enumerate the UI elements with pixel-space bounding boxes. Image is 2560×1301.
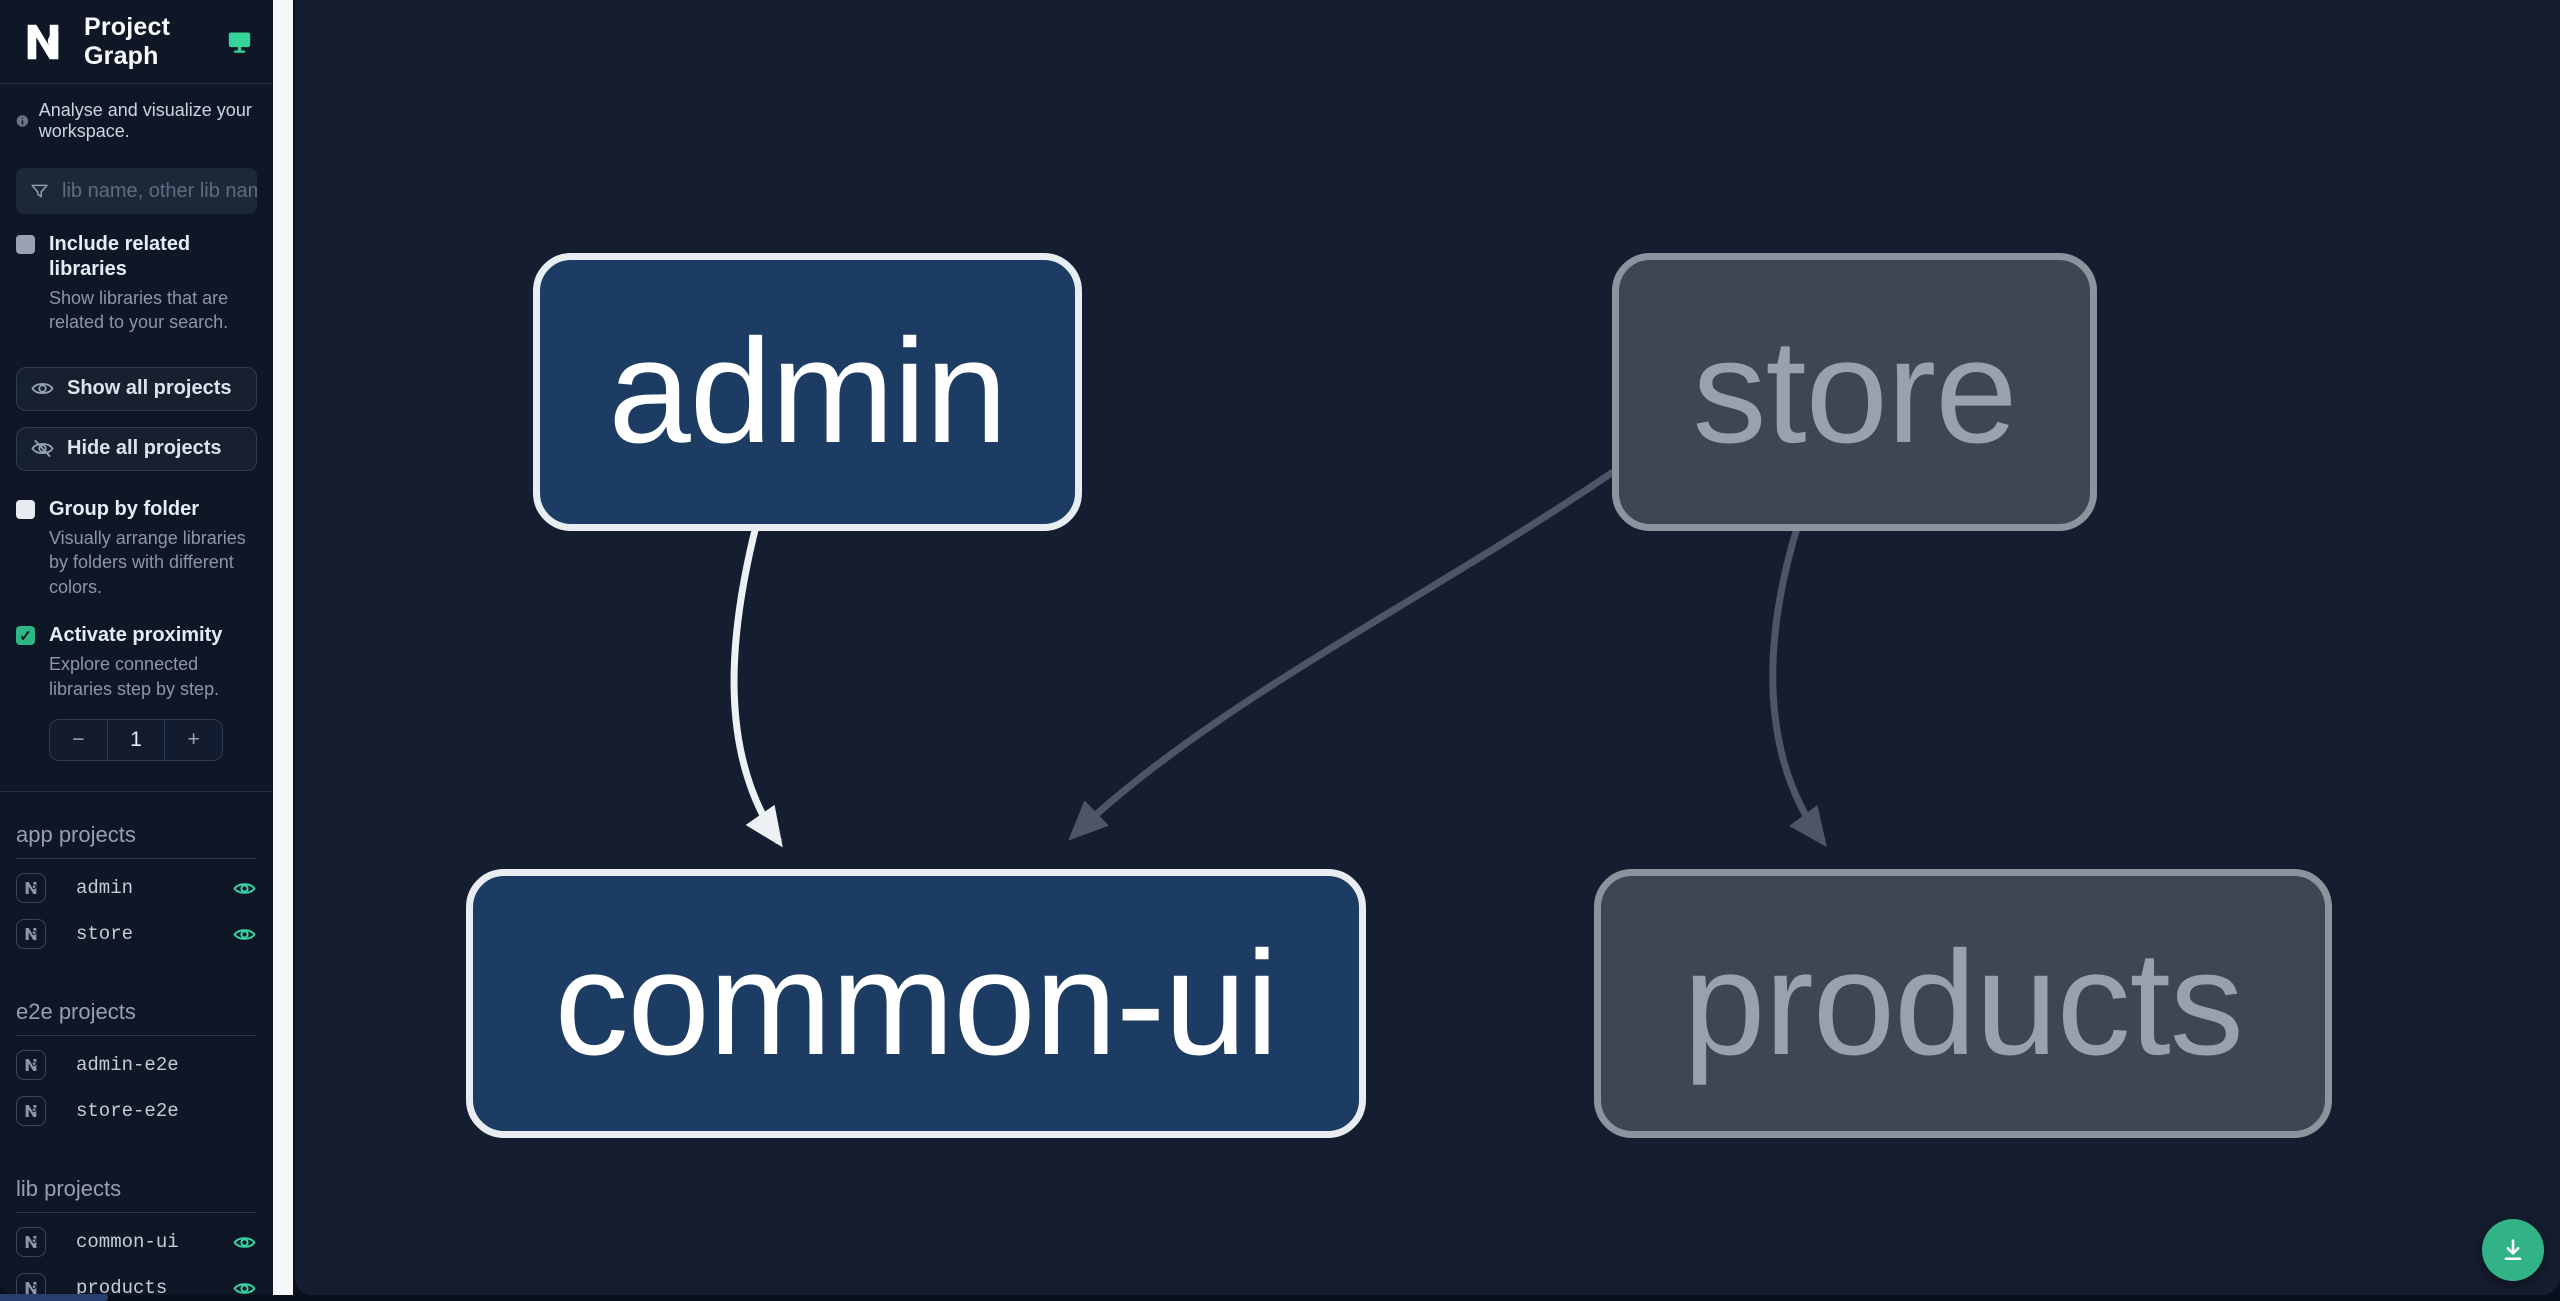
graph-canvas[interactable]: admin store common-ui products [293,0,2560,1295]
project-row-store-e2e[interactable]: store-e2e [16,1094,257,1128]
nx-project-icon [16,1227,46,1258]
show-all-projects-button[interactable]: Show all projects [16,366,257,411]
tagline-row: Analyse and visualize your workspace. [16,100,257,142]
graph-node-store[interactable]: store [1612,253,2097,531]
project-eye-button[interactable] [232,1276,257,1301]
include-related-checkbox[interactable] [16,235,35,254]
nx-project-icon [16,1096,46,1127]
project-row-admin[interactable]: admin [16,871,257,905]
search-box [16,168,257,214]
section-title: lib projects [16,1152,257,1214]
edge-admin-to-common-ui[interactable] [730,521,783,848]
proximity-value: 1 [106,720,166,761]
project-row-common-ui[interactable]: common-ui [16,1225,257,1259]
monitor-icon[interactable] [226,28,253,55]
project-row-store[interactable]: store [16,917,257,951]
nx-project-icon [16,1273,46,1301]
download-icon [2504,1239,2522,1261]
section-title: app projects [16,798,257,860]
group-by-folder-row: Group by folder Visually arrange librari… [16,497,257,599]
proximity-decrement-button[interactable]: − [50,720,107,760]
project-eye-button[interactable] [232,876,257,901]
proximity-stepper: − 1 + [49,719,223,762]
page-title: Project Graph [84,12,171,70]
nx-logo [27,24,59,59]
eye-icon [31,377,54,400]
graph-node-admin[interactable]: admin [533,253,1082,531]
info-icon [16,115,29,127]
sidebar-header: Project Graph [0,0,273,84]
section-e2e-projects: e2e projects admin-e2e store-e2e [16,975,257,1128]
show-all-projects-label: Show all projects [67,377,232,400]
section-app-projects: app projects admin store [16,798,257,951]
sidebar-divider [0,791,273,793]
project-row-admin-e2e[interactable]: admin-e2e [16,1048,257,1082]
activate-proximity-description: Explore connected libraries step by step… [49,654,220,699]
filter-icon [16,181,62,202]
search-input[interactable] [62,168,257,214]
graph-edges [730,469,1827,848]
sidebar: Project Graph Analyse and visualize your… [0,0,273,1301]
activate-proximity-label: Activate proximity [49,624,223,647]
group-by-folder-label: Group by folder [49,497,199,520]
horizontal-scrollbar-thumb[interactable] [0,1294,108,1301]
project-row-products[interactable]: products [16,1271,257,1301]
nx-project-icon [16,1050,46,1081]
group-by-folder-description: Visually arrange libraries by folders wi… [49,527,246,597]
include-related-row: Include related libraries Show libraries… [16,232,257,335]
hide-all-projects-button[interactable]: Hide all projects [16,426,257,471]
activate-proximity-row: ✓ Activate proximity Explore connected l… [16,623,257,701]
proximity-increment-button[interactable]: + [165,720,222,760]
project-name: admin [76,877,134,900]
download-image-button[interactable] [2482,1219,2544,1281]
project-name: store [76,923,134,946]
nx-project-icon [16,919,46,950]
eye-off-icon [31,437,54,460]
sidebar-resizer[interactable] [273,0,293,1295]
hide-all-projects-label: Hide all projects [67,437,222,460]
section-title: e2e projects [16,975,257,1037]
graph-node-common-ui[interactable]: common-ui [466,869,1366,1138]
sidebar-body: Analyse and visualize your workspace. In… [0,84,273,1301]
project-eye-button[interactable] [232,922,257,947]
section-lib-projects: lib projects common-ui products [16,1152,257,1301]
edge-store-to-common-ui[interactable] [1068,469,1615,841]
tagline-text: Analyse and visualize your workspace. [38,100,252,141]
project-name: products [76,1277,168,1300]
group-by-folder-checkbox[interactable] [16,499,35,519]
edge-store-to-products[interactable] [1769,526,1827,848]
include-related-description: Show libraries that are related to your … [49,288,229,333]
project-name: store-e2e [76,1100,179,1123]
project-eye-button[interactable] [232,1230,257,1255]
include-related-label: Include related libraries [49,233,191,280]
nx-project-icon [16,873,46,904]
activate-proximity-checkbox[interactable]: ✓ [16,626,35,646]
project-name: admin-e2e [76,1054,179,1077]
graph-node-products[interactable]: products [1594,869,2332,1138]
project-name: common-ui [76,1231,179,1254]
